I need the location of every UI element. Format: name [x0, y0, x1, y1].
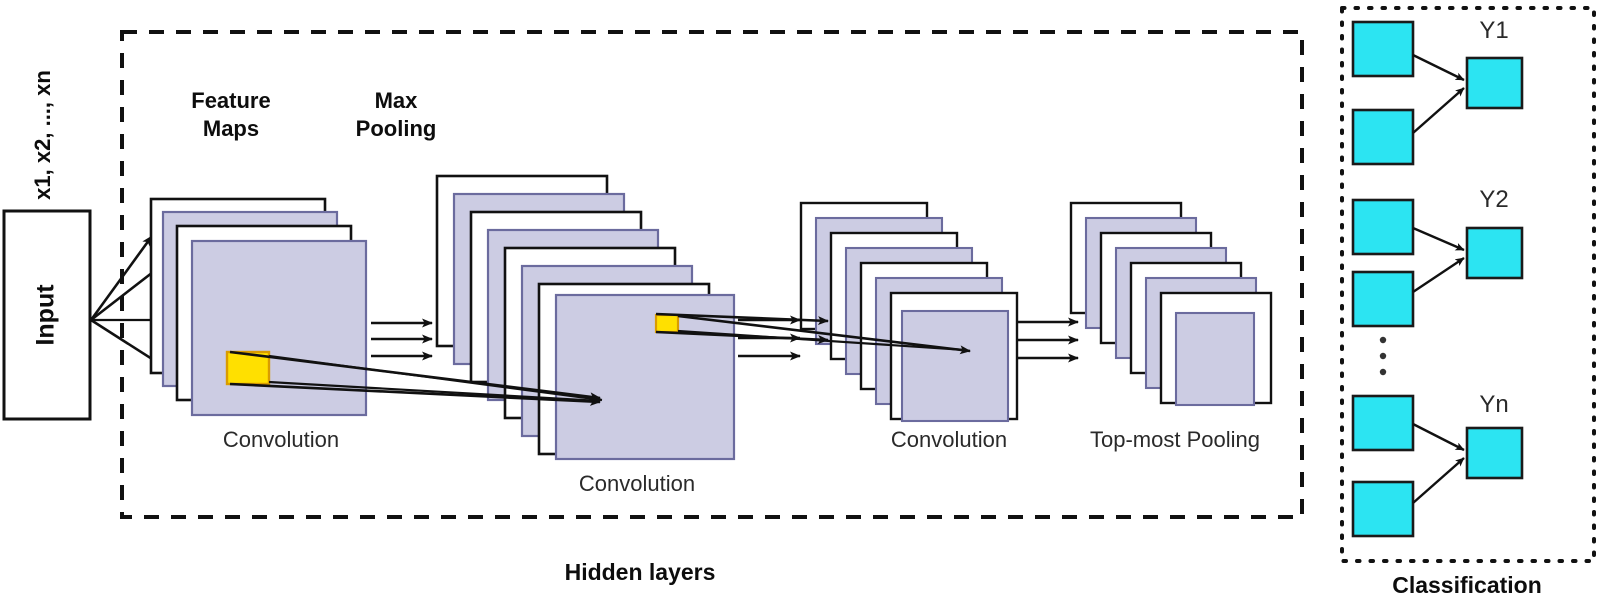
classification-input-node — [1351, 480, 1415, 538]
classification-output-node — [1465, 226, 1524, 280]
classification-input-node — [1351, 198, 1415, 256]
classification-output-node — [1465, 426, 1524, 480]
conv1-caption: Convolution — [223, 427, 339, 452]
topmost-pooling-stack — [1069, 201, 1273, 407]
max-pooling-label-line1: Max — [375, 88, 419, 113]
conv1-feature-map-stack — [149, 197, 368, 417]
output-label-y1: Y1 — [1479, 17, 1508, 44]
conv3-stack — [799, 201, 1019, 423]
conv3-to-topmost-arrows — [1017, 317, 1079, 363]
output-label-yn: Yn — [1479, 391, 1508, 418]
receptive-field-patch — [225, 350, 271, 386]
conv-layer-front — [900, 309, 1010, 423]
output-label-y2: Y2 — [1479, 186, 1508, 213]
classification-input-node — [1351, 394, 1415, 452]
hidden-layers-boundary — [120, 30, 1304, 519]
classification-input-node — [1351, 20, 1415, 78]
pool-layer-front — [1174, 311, 1256, 407]
max-pooling-label-line2: Pooling — [356, 116, 437, 141]
classification-boundary — [1340, 6, 1596, 563]
receptive-field-patch — [654, 313, 680, 334]
hidden-layers-caption: Hidden layers — [565, 559, 716, 585]
maxpooling-stack — [435, 174, 736, 461]
classification-group-y2: Y2 — [1351, 186, 1524, 328]
conv2-caption: Convolution — [579, 471, 695, 496]
classification-group-y1: Y1 — [1351, 17, 1524, 166]
classification-ellipsis — [1379, 336, 1387, 376]
input-block-label: Input — [32, 284, 60, 346]
conv1-to-pooling-arrows — [371, 318, 433, 361]
receptive-field-link-1 — [229, 350, 603, 407]
feature-maps-label-line1: Feature — [191, 88, 270, 113]
input-vector-label: x1, x2, ..., xn — [30, 70, 55, 200]
classification-group-yn: Yn — [1351, 391, 1524, 538]
classification-input-node — [1351, 108, 1415, 166]
classification-input-node — [1351, 270, 1415, 328]
receptive-field-link-2 — [655, 312, 971, 355]
conv3-caption: Convolution — [891, 427, 1007, 452]
pool-layer-front — [554, 293, 736, 461]
input-block — [2, 209, 92, 421]
classification-caption: Classification — [1392, 572, 1542, 598]
feature-maps-label-line2: Maps — [203, 116, 259, 141]
topmost-pooling-caption: Top-most Pooling — [1090, 427, 1260, 452]
classification-output-node — [1465, 56, 1524, 110]
